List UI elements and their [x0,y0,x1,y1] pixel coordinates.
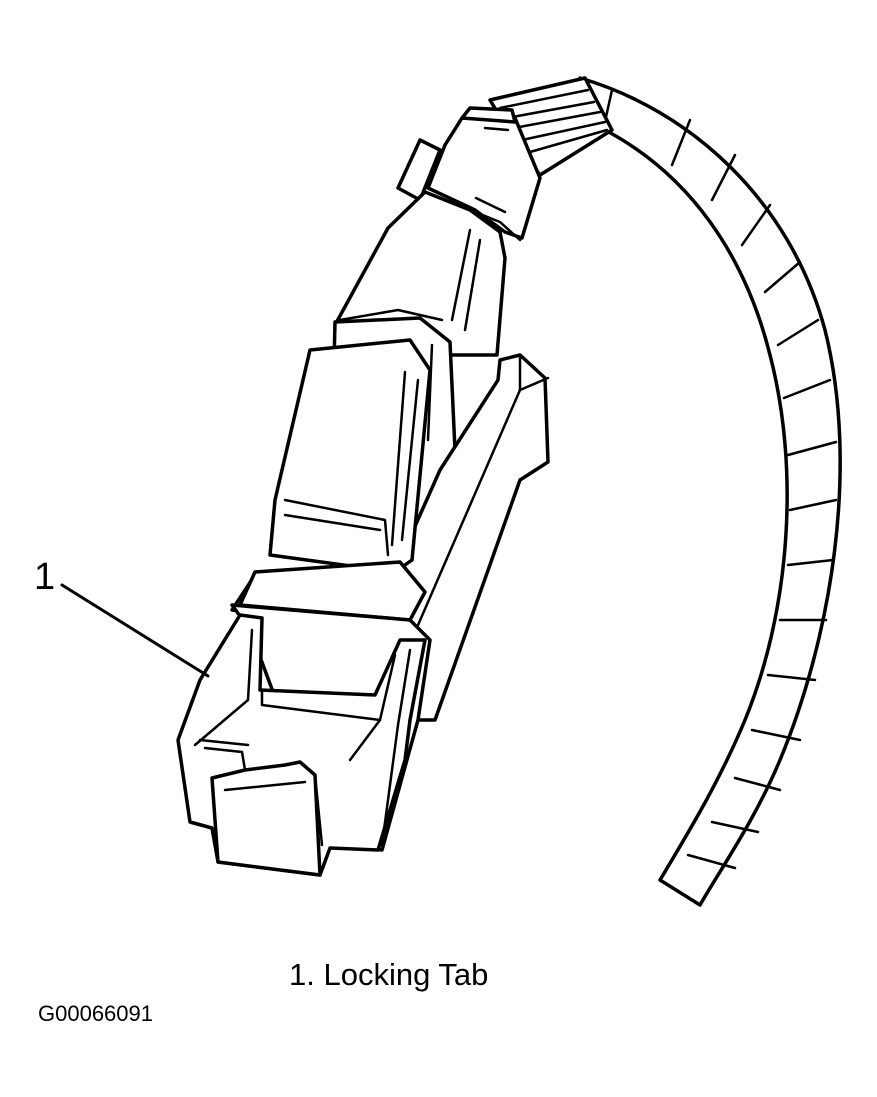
figure-id: G00066091 [38,1001,153,1026]
locking-tab [268,338,432,592]
callout-leader-line [60,583,210,678]
figure-caption: 1. Locking Tab [289,957,489,992]
rear-connector-body [396,106,542,242]
wiring-harness-conduit [578,76,842,907]
terminal-cavity-frame [176,613,427,877]
callout-number: 1 [34,556,56,598]
upper-housing [333,190,507,357]
